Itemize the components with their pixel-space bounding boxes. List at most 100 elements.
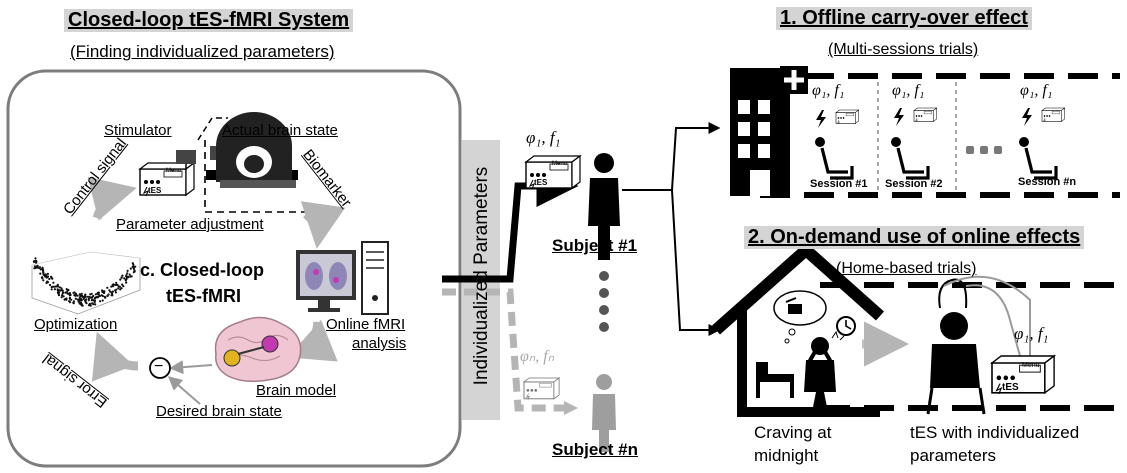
optimization-point bbox=[67, 292, 70, 295]
session-2-label: Session #2 bbox=[885, 178, 943, 190]
optimization-point bbox=[115, 281, 118, 284]
label-parameter-adjustment: Parameter adjustment bbox=[116, 216, 264, 233]
subject-n-figure bbox=[592, 374, 616, 452]
label-desired-brain-state: Desired brain state bbox=[156, 403, 282, 420]
optimization-point bbox=[48, 277, 51, 281]
optimization-point bbox=[40, 276, 44, 279]
label-online-fmri-2: analysis bbox=[352, 335, 407, 352]
optimization-point bbox=[38, 266, 42, 269]
optimization-point bbox=[100, 294, 103, 297]
optimization-point bbox=[80, 303, 83, 306]
optimization-point bbox=[103, 296, 106, 299]
optimization-point bbox=[125, 274, 128, 277]
session-n-icons bbox=[1017, 107, 1065, 180]
closed-loop-system-box bbox=[6, 69, 462, 468]
home-device-tes-label: tES bbox=[1002, 382, 1019, 393]
session-1-icons bbox=[813, 109, 859, 180]
arrow-desired-to-minus bbox=[167, 376, 201, 405]
optimization-point bbox=[81, 295, 84, 298]
param-subject-n: φₙ, fₙ bbox=[520, 348, 555, 365]
optimization-point bbox=[114, 289, 117, 292]
optimization-point bbox=[110, 294, 113, 297]
optimization-point bbox=[86, 295, 90, 298]
offline-param-2: φ₁, f₁ bbox=[892, 82, 925, 99]
optimization-point bbox=[110, 285, 113, 288]
optimization-point bbox=[42, 273, 45, 276]
optimization-point bbox=[84, 294, 87, 297]
optimization-point bbox=[126, 272, 129, 275]
optimization-point bbox=[33, 267, 36, 270]
optimization-point bbox=[89, 304, 92, 307]
param-subject-1: φ₁, f₁ bbox=[526, 128, 561, 147]
optimization-point bbox=[34, 257, 37, 260]
optimization-point bbox=[76, 298, 79, 301]
optimization-point bbox=[121, 274, 124, 277]
optimization-point bbox=[77, 300, 80, 303]
optimization-point bbox=[124, 278, 127, 281]
optimization-point bbox=[80, 298, 83, 302]
mri-scanner bbox=[206, 112, 298, 188]
electrode-left bbox=[176, 150, 196, 164]
optimization-point bbox=[108, 289, 111, 292]
optimization-point bbox=[125, 281, 128, 284]
home-device-menu-label: Menu bbox=[1022, 362, 1040, 369]
optimization-point bbox=[84, 299, 87, 302]
optimization-point bbox=[91, 302, 94, 305]
optimization-point bbox=[63, 298, 66, 301]
optimization-point bbox=[60, 287, 63, 290]
optimization-point bbox=[50, 288, 53, 291]
optimization-point bbox=[92, 299, 95, 302]
optimization-point bbox=[96, 292, 99, 295]
optimization-point bbox=[87, 299, 90, 302]
optimization-point bbox=[119, 278, 122, 281]
session-2-icons bbox=[889, 107, 937, 180]
optimization-point bbox=[121, 283, 124, 286]
session-track bbox=[760, 73, 1120, 198]
optimization-point bbox=[65, 288, 68, 291]
session-1-label: Session #1 bbox=[810, 178, 868, 190]
arrow-to-subject-n bbox=[442, 288, 566, 412]
optimization-point bbox=[61, 292, 64, 295]
brain-model bbox=[214, 316, 302, 383]
fmri-computer bbox=[296, 241, 389, 315]
optimization-point bbox=[78, 293, 81, 296]
arrow-control bbox=[87, 176, 137, 221]
individualized-parameters-label: Individualized Parameters bbox=[471, 166, 492, 386]
label-actual-brain-state: Actual brain state bbox=[222, 122, 338, 139]
comparator-minus: − bbox=[154, 358, 164, 375]
optimization-point bbox=[72, 300, 75, 303]
optimization-point bbox=[112, 283, 115, 286]
stimulator-tes-label: tES bbox=[148, 186, 162, 195]
label-online-fmri-1: Online fMRI bbox=[326, 316, 406, 333]
caption-craving-2: midnight bbox=[754, 446, 819, 465]
optimization-point bbox=[53, 288, 57, 291]
optimization-point bbox=[128, 273, 131, 276]
optimization-point bbox=[101, 299, 104, 302]
offline-param-n: φ₁, f₁ bbox=[1020, 82, 1053, 99]
optimization-point bbox=[98, 294, 101, 298]
optimization-point bbox=[58, 286, 61, 289]
optimization-point bbox=[90, 299, 93, 302]
optimization-point bbox=[72, 291, 75, 294]
optimization-point bbox=[119, 288, 122, 291]
optimization-point bbox=[48, 283, 52, 287]
optimization-point bbox=[129, 267, 132, 270]
device-subject-n bbox=[523, 377, 560, 400]
center-title-line1: c. Closed-loop bbox=[140, 260, 265, 280]
craving-person bbox=[804, 330, 845, 412]
caption-tes-1: tES with individualized bbox=[910, 423, 1080, 442]
scanner-dashed-box bbox=[204, 140, 305, 213]
optimization-point bbox=[78, 296, 81, 300]
comparator-circle bbox=[149, 357, 171, 379]
offline-title: 1. Offline carry-over effect bbox=[776, 7, 1032, 30]
optimization-point bbox=[80, 292, 83, 295]
optimization-point bbox=[106, 294, 109, 297]
optimization-point bbox=[93, 301, 96, 304]
optimization-point bbox=[46, 276, 49, 279]
clock-icon bbox=[836, 316, 856, 336]
arrow-error bbox=[91, 331, 139, 382]
optimization-point bbox=[132, 267, 136, 270]
optimization-point bbox=[114, 291, 117, 294]
offline-param-1: φ₁, f₁ bbox=[812, 82, 845, 99]
